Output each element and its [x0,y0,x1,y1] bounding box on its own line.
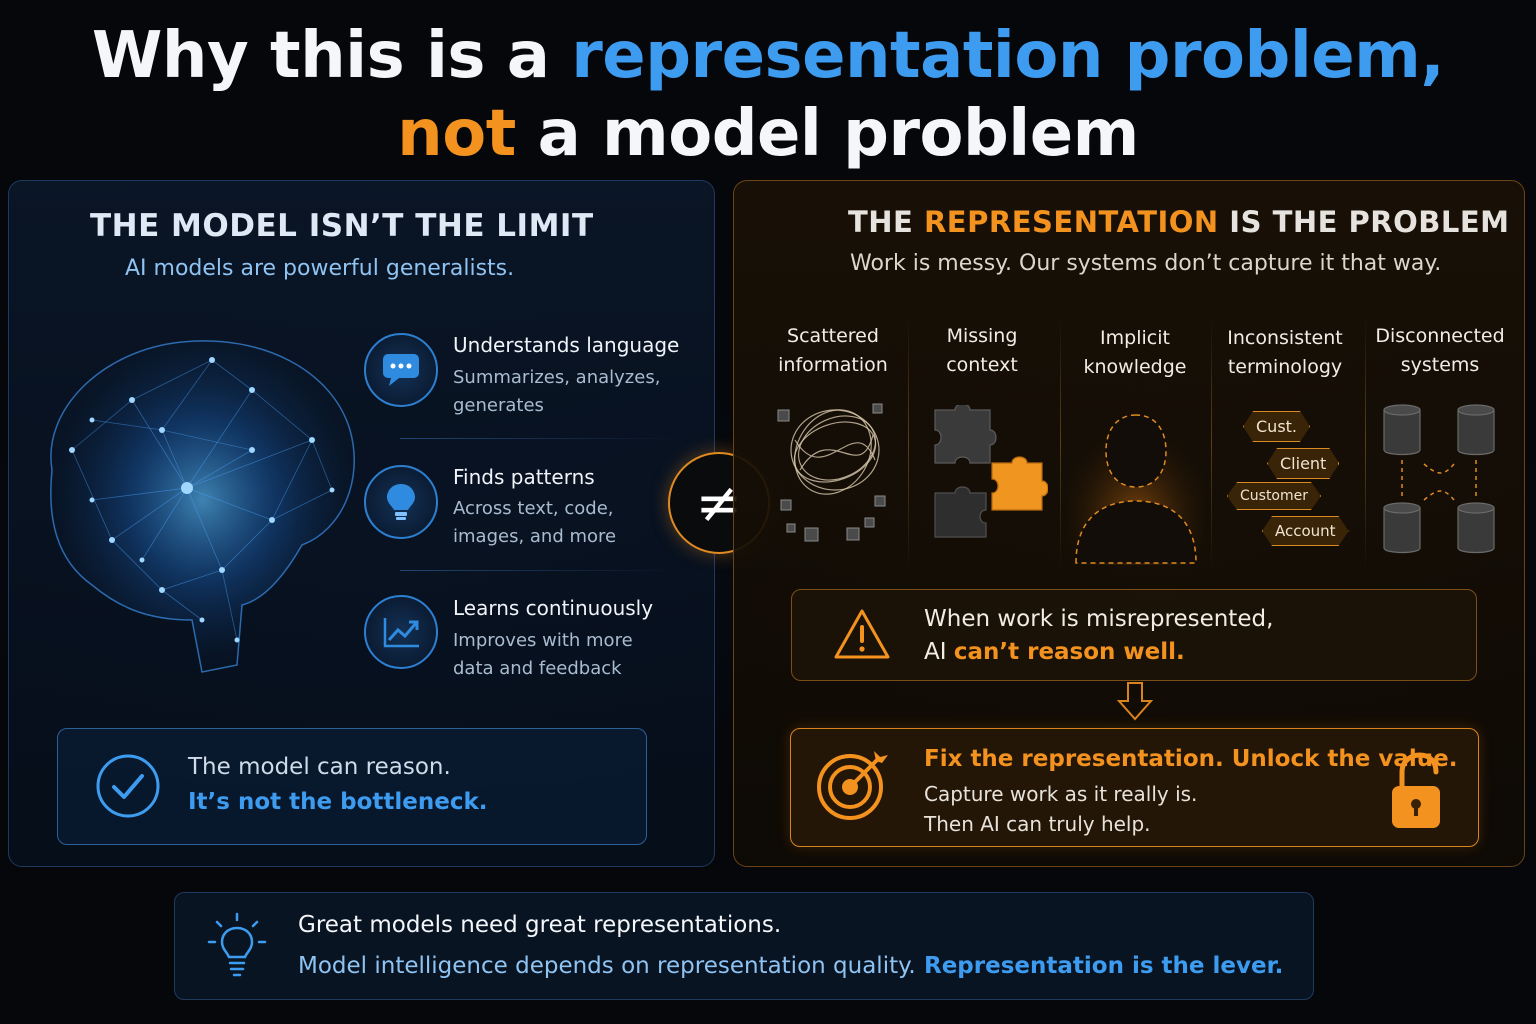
column-label: Disconnected systems [1365,322,1515,380]
fix-title: Fix the representation. Unlock the value… [924,746,1458,772]
label-line: Inconsistent [1227,327,1343,349]
model-callout-box [57,728,647,845]
feature-desc: generates [453,395,544,416]
summary-accent: Representation is the lever. [924,953,1284,979]
lightbulb-idea-icon [207,912,267,977]
model-panel-subheading: AI models are powerful generalists. [125,256,515,281]
warning-accent: can’t reason well. [953,639,1185,665]
feature-desc: Across text, code, [453,498,614,519]
column-label: Missing context [907,322,1057,380]
summary-line-1: Great models need great representations. [298,912,782,938]
column-divider [1365,315,1366,570]
label-line: Disconnected [1375,325,1505,347]
label-line: information [778,354,888,376]
warning-pre: AI [924,639,954,665]
feature-desc: images, and more [453,526,617,547]
fix-line-2: Then AI can truly help. [924,812,1151,836]
label-line: context [946,354,1018,376]
column-divider [908,315,909,570]
model-panel-heading: THE MODEL ISN’T THE LIMIT [90,208,594,244]
column-divider [1211,315,1212,570]
page-title-line2: not a model problem [0,98,1536,170]
callout-line-1: The model can reason. [188,754,451,780]
callout-line-2: It’s not the bottleneck. [188,789,488,815]
column-label: Scattered information [758,322,908,380]
warning-line-2: AI can’t reason well. [924,639,1185,665]
term-tag: Client [1267,448,1339,479]
column-label: Inconsistent terminology [1210,324,1360,382]
heading-post: IS THE PROBLEM [1218,205,1510,239]
arrow-down-icon [1117,682,1153,721]
feature-desc: Summarizes, analyzes, [453,367,661,388]
fix-box [790,728,1479,847]
heading-accent: REPRESENTATION [923,205,1219,239]
page-title-line1: Why this is a representation problem, [0,20,1536,92]
label-line: systems [1400,354,1480,376]
chat-bubble-icon [364,333,438,407]
title-white-part: Why this is a [91,19,572,93]
unlock-icon [1392,752,1440,828]
label-line: knowledge [1083,356,1187,378]
target-icon [817,751,888,820]
warning-line-1: When work is misrepresented, [924,606,1274,632]
feature-desc: Improves with more [453,630,633,651]
feature-title: Finds patterns [453,465,595,489]
title-white-part-2: a model problem [515,97,1140,171]
check-circle-icon [96,754,160,818]
tangled-lines-icon [777,403,886,542]
brain-network-icon [50,340,355,673]
label-line: terminology [1227,356,1343,378]
term-tag: Account [1262,516,1349,546]
fix-line-1: Capture work as it really is. [924,782,1198,806]
feature-desc: data and feedback [453,658,622,679]
title-orange-part: not [397,97,516,171]
lightbulb-icon [364,465,438,539]
term-tag: Customer [1227,482,1321,510]
feature-divider [400,438,680,439]
feature-divider [400,570,680,571]
summary-line-2: Model intelligence depends on representa… [298,953,916,979]
feature-title: Learns continuously [453,596,654,620]
trend-up-icon [364,595,438,669]
warning-triangle-icon [834,609,890,659]
column-divider [1060,315,1061,570]
representation-panel-heading: THE REPRESENTATION IS THE PROBLEM [848,205,1510,239]
representation-panel-subheading: Work is messy. Our systems don’t capture… [850,251,1442,276]
term-tag: Cust. [1243,411,1310,442]
summary-box [174,892,1314,1000]
puzzle-pieces-icon [934,405,1048,538]
feature-title: Understands language [453,333,680,357]
title-blue-part: representation problem, [571,19,1445,93]
person-silhouette-icon [1068,405,1204,565]
label-line: Missing [946,325,1018,347]
label-line: Implicit [1100,327,1170,349]
label-line: Scattered [787,325,879,347]
heading-pre: THE [848,205,924,239]
databases-icon [1383,404,1495,554]
warning-box [791,589,1477,681]
column-label: Implicit knowledge [1060,324,1210,382]
